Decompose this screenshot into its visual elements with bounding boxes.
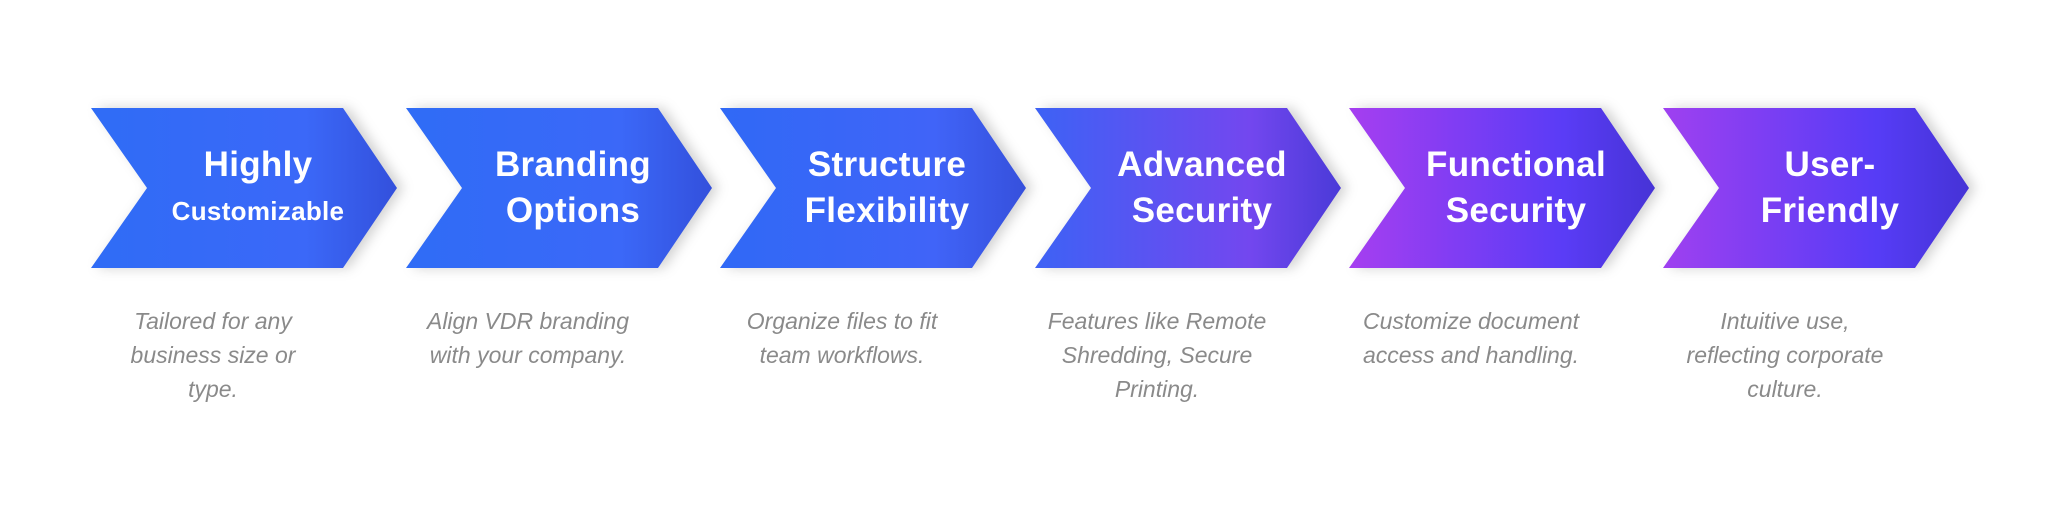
step-title: Advanced Security bbox=[1117, 145, 1287, 230]
step-title: Functional Security bbox=[1426, 145, 1606, 230]
step-branding-options: Branding Options Align VDR branding with… bbox=[406, 108, 712, 368]
step-description: Intuitive use, reflecting corporate cult… bbox=[1686, 308, 1884, 402]
step-user-friendly: User- Friendly Intuitive use, reflecting… bbox=[1663, 108, 1969, 402]
step-title: Branding Options bbox=[494, 145, 651, 230]
step-description: Tailored for any business size or type. bbox=[130, 308, 296, 402]
step-description: Align VDR branding with your company. bbox=[426, 308, 629, 368]
step-functional-security: Functional Security Customize document a… bbox=[1349, 108, 1655, 368]
step-advanced-security: Advanced Security Features like Remote S… bbox=[1035, 108, 1341, 402]
step-highly-customizable: Highly Customizable Tailored for any bus… bbox=[91, 108, 397, 402]
step-title: Structure Flexibility bbox=[804, 145, 970, 230]
step-description: Organize files to fit team workflows. bbox=[746, 308, 938, 368]
step-description: Features like Remote Shredding, Secure P… bbox=[1047, 308, 1267, 402]
step-description: Customize document access and handling. bbox=[1362, 308, 1580, 368]
step-structure-flexibility: Structure Flexibility Organize files to … bbox=[720, 108, 1026, 368]
step-title: Highly Customizable bbox=[171, 145, 345, 226]
step-title: User- Friendly bbox=[1760, 145, 1900, 230]
